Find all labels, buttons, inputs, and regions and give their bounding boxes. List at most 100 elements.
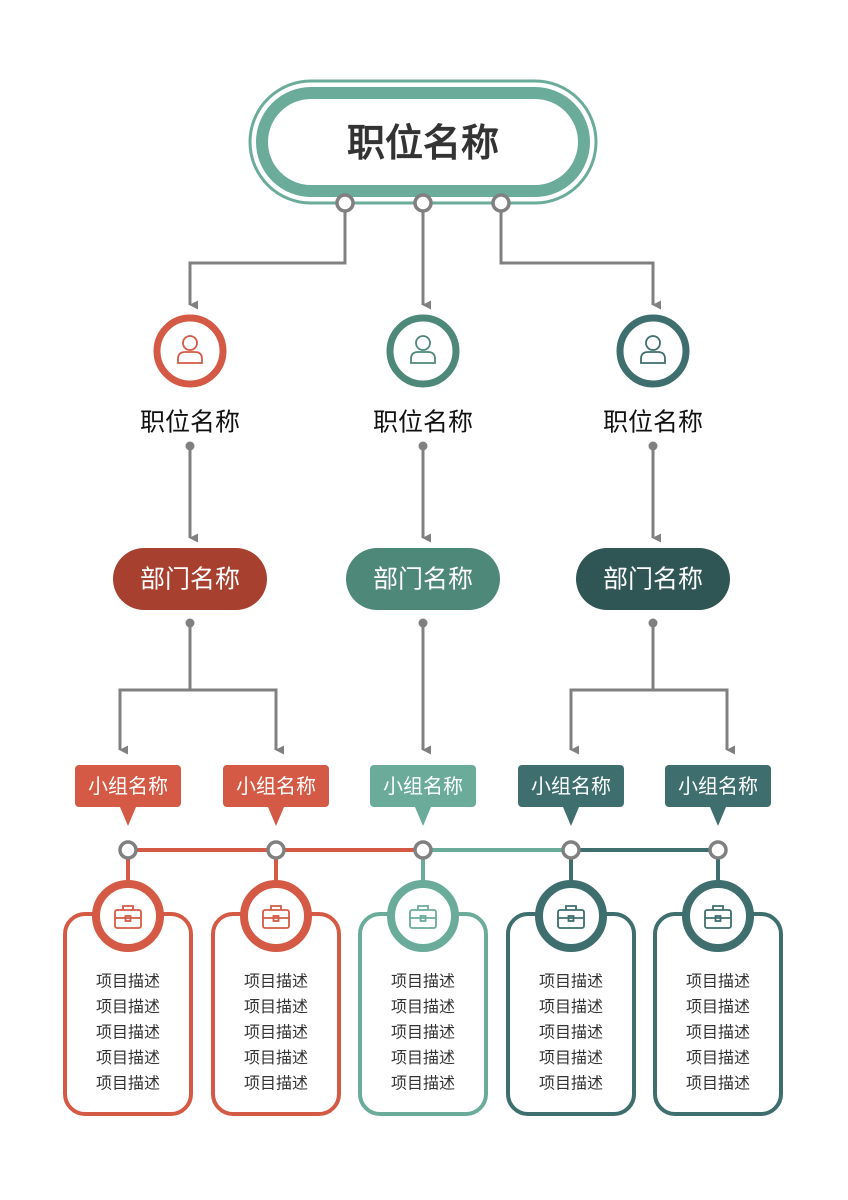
briefcase-body	[704, 909, 732, 929]
group-4-bus-ring	[561, 840, 581, 860]
group-label-pointer	[710, 807, 726, 826]
briefcase-body	[409, 909, 437, 929]
group-item: 项目描述	[686, 1023, 750, 1042]
group-label-box	[223, 765, 329, 807]
group-label-box	[518, 765, 624, 807]
group-label: 小组名称	[88, 774, 168, 798]
group-1-bus-ring	[118, 840, 138, 860]
briefcase-handle	[270, 905, 282, 910]
group-label: 小组名称	[678, 774, 758, 798]
top-node: 职位名称	[248, 79, 598, 205]
group-5-bus-ring	[708, 840, 728, 860]
briefcase-icon	[409, 905, 437, 929]
group-item: 项目描述	[391, 1023, 455, 1042]
group-label: 小组名称	[236, 774, 316, 798]
group-2-bus-ring	[266, 840, 286, 860]
briefcase-latch	[272, 915, 280, 922]
department-label: 部门名称	[373, 565, 473, 594]
briefcase-latch	[124, 915, 132, 922]
group-label: 小组名称	[383, 774, 463, 798]
group-label: 小组名称	[531, 774, 611, 798]
user-icon-head	[645, 335, 661, 351]
group-item: 项目描述	[244, 1048, 308, 1067]
department-node-2: 部门名称	[346, 548, 500, 610]
user-icon-head	[415, 335, 431, 351]
connector-dept-1-to-group-2	[190, 688, 285, 755]
user-icon-body	[410, 351, 436, 364]
department-pill	[576, 548, 730, 610]
top-node-port-1	[335, 193, 355, 213]
department-node-1: 部门名称	[113, 548, 267, 610]
group-3-bus-ring	[413, 840, 433, 860]
group-item: 项目描述	[391, 1074, 455, 1093]
department-pill	[113, 548, 267, 610]
group-label-pointer	[415, 807, 431, 826]
briefcase-icon	[557, 905, 585, 929]
briefcase-handle	[565, 905, 577, 910]
user-icon	[640, 335, 666, 364]
user-icon	[177, 335, 203, 364]
department-label: 部门名称	[140, 565, 240, 594]
connector-layer	[118, 203, 736, 852]
group-item: 项目描述	[244, 1074, 308, 1093]
briefcase-handle	[122, 905, 134, 910]
briefcase-latch	[419, 915, 427, 922]
group-label-box	[75, 765, 181, 807]
group-label-box	[665, 765, 771, 807]
position-node-2: 职位名称	[373, 314, 473, 437]
top-node-frame	[256, 87, 590, 197]
group-item: 项目描述	[244, 997, 308, 1016]
group-item: 项目描述	[96, 1074, 160, 1093]
connector-top-to-position-3	[499, 203, 662, 310]
user-icon-body	[177, 351, 203, 364]
briefcase-latch	[714, 915, 722, 922]
group-item: 项目描述	[686, 1074, 750, 1093]
group-label-pointer	[268, 807, 284, 826]
group-item: 项目描述	[96, 972, 160, 991]
department-pill	[346, 548, 500, 610]
department-node-3: 部门名称	[576, 548, 730, 610]
group-item: 项目描述	[686, 1048, 750, 1067]
group-label-box	[370, 765, 476, 807]
user-icon	[410, 335, 436, 364]
position-title: 职位名称	[373, 408, 473, 437]
briefcase-body	[114, 909, 142, 929]
position-node-1: 职位名称	[140, 314, 240, 437]
department-label: 部门名称	[603, 565, 703, 594]
group-item: 项目描述	[539, 1023, 603, 1042]
position-circle	[616, 314, 690, 388]
briefcase-handle	[712, 905, 724, 910]
briefcase-latch	[567, 915, 575, 922]
briefcase-handle	[417, 905, 429, 910]
group-item: 项目描述	[391, 1048, 455, 1067]
top-node-title: 职位名称	[347, 121, 499, 165]
group-item: 项目描述	[391, 997, 455, 1016]
position-title: 职位名称	[603, 408, 703, 437]
group-item: 项目描述	[539, 972, 603, 991]
group-item: 项目描述	[539, 997, 603, 1016]
group-item: 项目描述	[391, 972, 455, 991]
top-node-port-3	[491, 193, 511, 213]
position-circle	[153, 314, 227, 388]
position-title: 职位名称	[140, 408, 240, 437]
briefcase-icon	[704, 905, 732, 929]
group-item: 项目描述	[244, 972, 308, 991]
briefcase-icon	[114, 905, 142, 929]
briefcase-icon	[262, 905, 290, 929]
briefcase-body	[262, 909, 290, 929]
user-icon-body	[640, 351, 666, 364]
group-item: 项目描述	[96, 997, 160, 1016]
group-item: 项目描述	[686, 997, 750, 1016]
node-layer: 职位名称职位名称部门名称职位名称部门名称职位名称部门名称小组名称项目描述项目描述…	[63, 79, 783, 1116]
group-item: 项目描述	[539, 1074, 603, 1093]
user-icon-head	[182, 335, 198, 351]
group-item: 项目描述	[244, 1023, 308, 1042]
group-item: 项目描述	[96, 1023, 160, 1042]
position-node-3: 职位名称	[603, 314, 703, 437]
